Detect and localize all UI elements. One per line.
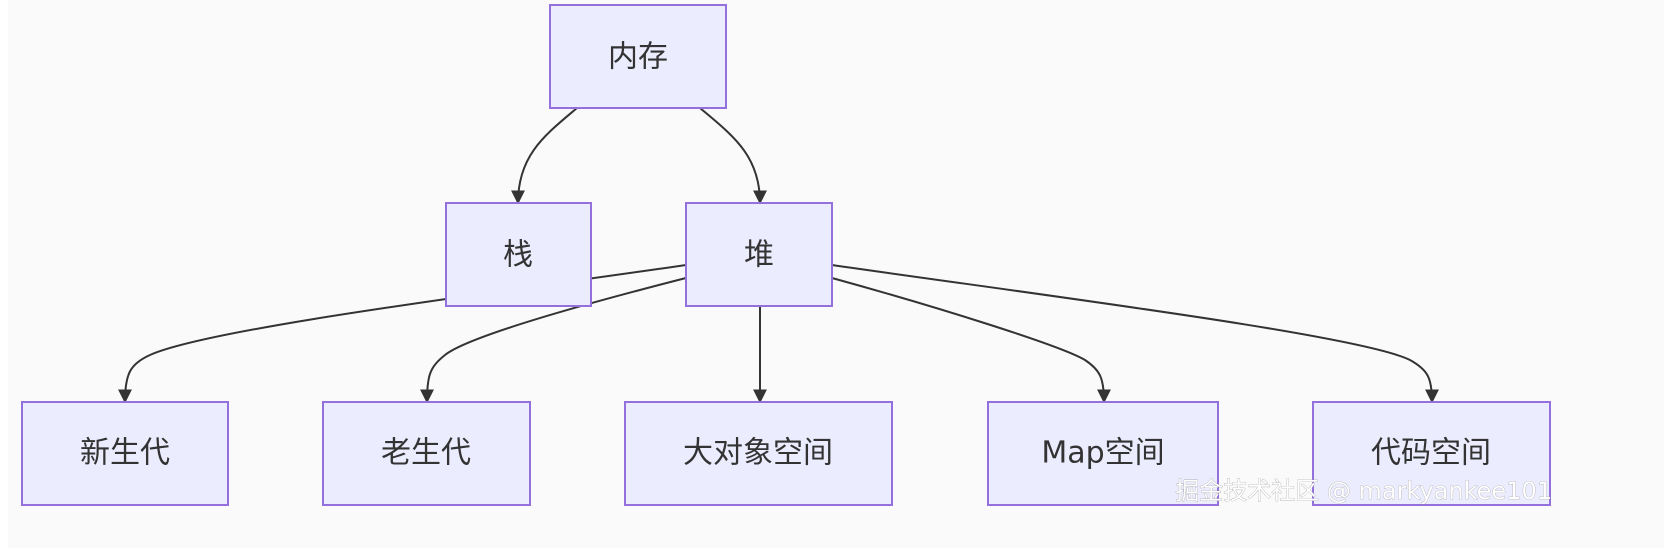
edge-heap-code <box>831 264 1439 404</box>
node-memory: 内存 <box>549 4 727 109</box>
edge-heap-map <box>831 277 1111 404</box>
node-label-heap: 堆 <box>744 238 774 273</box>
node-code-space: 代码空间 <box>1312 401 1551 506</box>
node-map-space: Map空间 <box>987 401 1219 506</box>
edge-heap-young <box>118 264 687 404</box>
node-stack: 栈 <box>445 202 592 307</box>
node-label-code-space: 代码空间 <box>1371 436 1491 471</box>
node-label-young-generation: 新生代 <box>80 436 170 471</box>
edge-heap-old <box>420 277 687 404</box>
node-old-generation: 老生代 <box>322 401 531 506</box>
node-large-object-space: 大对象空间 <box>624 401 893 506</box>
node-heap: 堆 <box>685 202 833 307</box>
edge-memory-stack <box>511 107 578 205</box>
watermark: 掘金技术社区 @ markyankee101 <box>1175 477 1552 505</box>
node-label-old-generation: 老生代 <box>381 436 471 471</box>
node-young-generation: 新生代 <box>21 401 229 506</box>
node-label-large-object-space: 大对象空间 <box>683 436 833 471</box>
node-label-memory: 内存 <box>608 40 668 75</box>
node-label-stack: 栈 <box>503 238 533 273</box>
edge-memory-heap <box>699 107 767 205</box>
node-label-map-space: Map空间 <box>1041 436 1164 471</box>
